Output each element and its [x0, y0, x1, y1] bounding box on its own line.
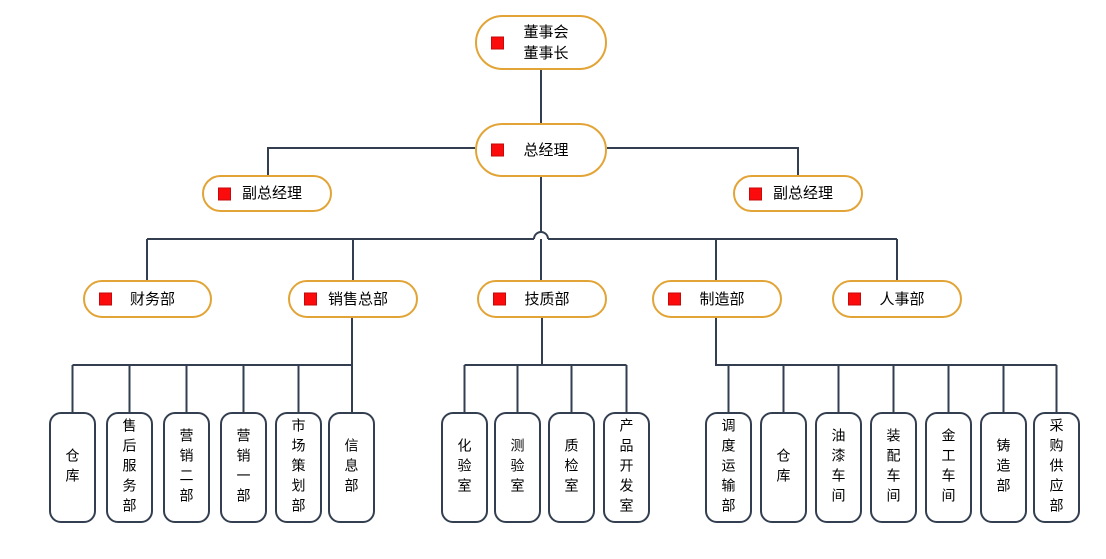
node-label: 技质部	[524, 290, 570, 308]
red-square-icon	[218, 187, 231, 200]
edge-sales-children-bus	[72, 318, 353, 366]
node-metalworking-workshop[interactable]: 金工车间	[925, 412, 972, 523]
node-label: 营销一部	[235, 427, 252, 508]
node-quality-inspection-room[interactable]: 质检室	[548, 412, 595, 523]
node-label: 销售总部	[327, 290, 388, 308]
node-label: 人事部	[879, 290, 925, 308]
node-general-manager[interactable]: 总经理	[475, 123, 607, 177]
node-manufacturing-dept[interactable]: 制造部	[652, 280, 782, 318]
node-sales-hq[interactable]: 销售总部	[288, 280, 418, 318]
red-square-icon	[749, 187, 762, 200]
node-tech-quality-dept[interactable]: 技质部	[477, 280, 607, 318]
node-after-sales-dept[interactable]: 售后服务部	[106, 412, 153, 523]
node-hr-dept[interactable]: 人事部	[832, 280, 962, 318]
node-label: 采购供应部	[1048, 417, 1065, 518]
node-label: 副总经理	[772, 185, 833, 202]
node-label: 营销二部	[178, 427, 195, 508]
node-marketing-dept-1[interactable]: 营销一部	[220, 412, 267, 523]
node-product-dev-room[interactable]: 产品开发室	[603, 412, 650, 523]
node-deputy-gm-left[interactable]: 副总经理	[202, 175, 332, 212]
node-label: 副总经理	[241, 185, 302, 202]
node-testing-lab[interactable]: 测验室	[494, 412, 541, 523]
red-square-icon	[491, 36, 504, 49]
node-label: 油漆车间	[830, 427, 847, 508]
node-deputy-gm-right[interactable]: 副总经理	[733, 175, 863, 212]
edge-mfg-children-drops	[727, 365, 1058, 412]
node-label: 调度运输部	[720, 417, 737, 518]
node-finance-dept[interactable]: 财务部	[83, 280, 212, 318]
line-hop-arc	[533, 231, 549, 240]
node-label: 信息部	[343, 437, 360, 498]
node-label: 装配车间	[885, 427, 902, 508]
node-label: 产品开发室	[618, 417, 635, 518]
node-label: 铸造部	[995, 437, 1012, 498]
edge-mfg-children-bus	[715, 318, 1057, 366]
node-dispatch-transport-dept[interactable]: 调度运输部	[705, 412, 752, 523]
node-label: 售后服务部	[121, 417, 138, 518]
node-marketing-dept-2[interactable]: 营销二部	[163, 412, 210, 523]
node-label: 化验室	[456, 437, 473, 498]
edge-tech-children-drops	[463, 365, 628, 412]
node-market-planning-dept[interactable]: 市场策划部	[275, 412, 322, 523]
node-paint-workshop[interactable]: 油漆车间	[815, 412, 862, 523]
red-square-icon	[491, 143, 504, 157]
edge-sales-children-drops	[71, 365, 353, 412]
red-square-icon	[493, 292, 506, 306]
node-label: 制造部	[699, 290, 745, 308]
red-square-icon	[304, 292, 317, 306]
edge-tech-children-bus	[464, 318, 627, 366]
node-chairman[interactable]: 董事会 董事长	[475, 15, 607, 70]
node-label: 仓库	[64, 447, 81, 488]
node-label: 质检室	[563, 437, 580, 498]
node-label: 金工车间	[940, 427, 957, 508]
edge-level3-drops	[146, 239, 898, 280]
node-chemical-lab[interactable]: 化验室	[441, 412, 488, 523]
node-casting-dept[interactable]: 铸造部	[980, 412, 1027, 523]
node-assembly-workshop[interactable]: 装配车间	[870, 412, 917, 523]
red-square-icon	[848, 292, 861, 306]
node-warehouse-sales[interactable]: 仓库	[49, 412, 96, 523]
node-label: 测验室	[509, 437, 526, 498]
red-square-icon	[99, 292, 112, 306]
node-information-dept[interactable]: 信息部	[328, 412, 375, 523]
node-label: 财务部	[129, 290, 175, 308]
node-label: 市场策划部	[290, 417, 307, 518]
node-label: 总经理	[523, 141, 569, 159]
node-procurement-supply-dept[interactable]: 采购供应部	[1033, 412, 1080, 523]
node-label: 董事会 董事长	[523, 23, 569, 62]
node-label: 仓库	[775, 447, 792, 488]
node-warehouse-mfg[interactable]: 仓库	[760, 412, 807, 523]
edge-gm-deputy-left	[267, 147, 475, 175]
red-square-icon	[668, 292, 681, 306]
edge-gm-deputy-right	[607, 147, 799, 175]
